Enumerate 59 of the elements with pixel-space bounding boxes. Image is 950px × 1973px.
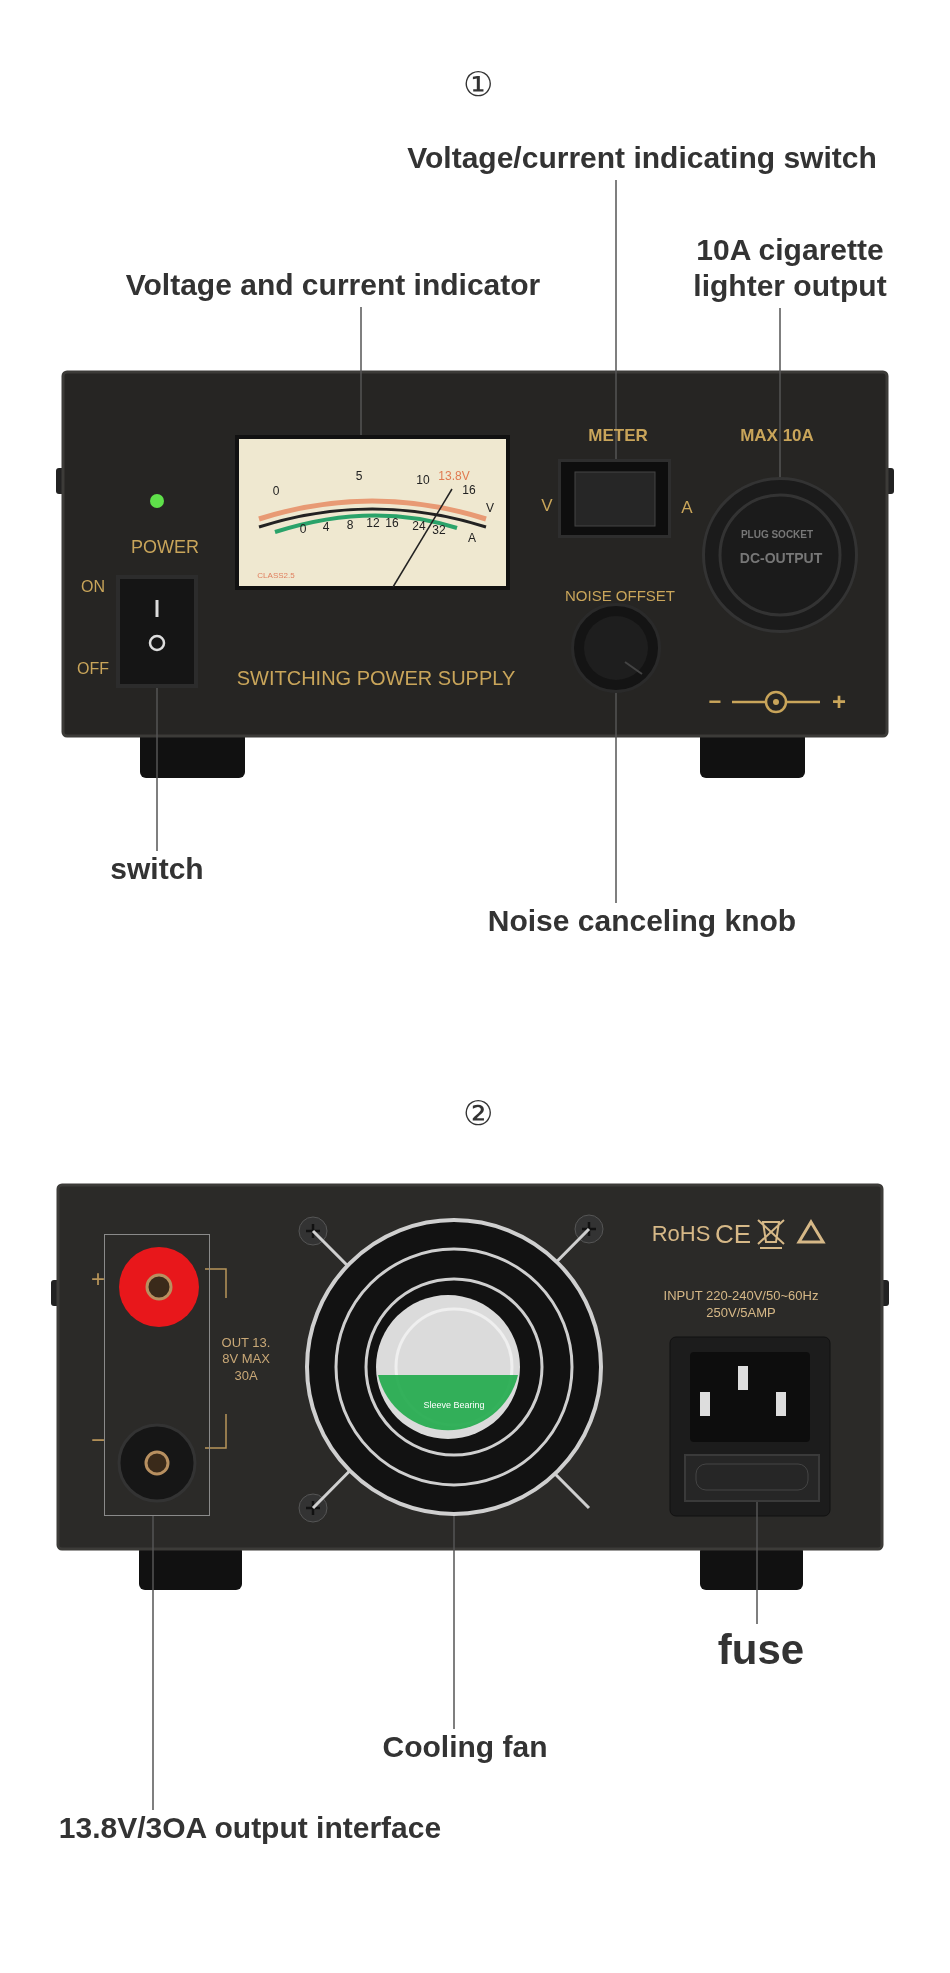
panel-label: POWER [131, 538, 199, 556]
leader-line [756, 1501, 758, 1625]
scale-number: 5 [355, 470, 363, 482]
certification-mark: RoHS [651, 1223, 711, 1245]
callout-label: switch [97, 851, 217, 891]
scale-number: 32 [432, 524, 446, 536]
circled-number: ② [463, 1096, 493, 1130]
scale-label: 13.8V [438, 470, 470, 482]
callout-label: Cooling fan [335, 1729, 595, 1769]
panel-label: NOISE OFFSET [565, 587, 675, 603]
scale-number: 4 [322, 521, 330, 533]
leader-line [615, 179, 617, 460]
embossed-label: DC-OUTPUT [739, 551, 823, 565]
scale-number: 0 [299, 523, 307, 535]
fan-label: Sleeve Bearing [423, 1400, 485, 1410]
panel-label: INPUT 220-240V/50~60Hz [663, 1288, 819, 1302]
meter-window [235, 435, 510, 590]
callout-label: 10A cigarette lighter output [655, 232, 925, 308]
panel-label: 250V/5AMP [706, 1305, 776, 1319]
scale-number: 12 [366, 517, 380, 529]
panel-label: ON [81, 579, 105, 595]
embossed-label: PLUG SOCKET [740, 530, 814, 540]
rocker-switch [558, 459, 671, 538]
scale-number: 16 [385, 517, 399, 529]
callout-label: Voltage and current indicator [83, 267, 583, 307]
leader-line [453, 1515, 455, 1730]
scale-number: 8 [346, 519, 354, 531]
certification-mark: CE [714, 1221, 752, 1247]
panel-label: SWITCHING POWER SUPPLY [236, 668, 516, 688]
polarity-sign: − [708, 691, 722, 713]
panel-label: MAX 10A [740, 426, 814, 444]
panel-label: OUT 13. 8V MAX 30A [220, 1334, 272, 1384]
callout-label: Noise canceling knob [432, 903, 852, 943]
callout-label: 13.8V/3OA output interface [15, 1810, 485, 1850]
leader-line [779, 307, 781, 478]
polarity-sign: + [832, 690, 846, 714]
circled-number: ① [463, 67, 493, 101]
callout-label: fuse [696, 1624, 826, 1676]
panel-label: METER [588, 426, 648, 444]
power-rocker-switch [116, 575, 198, 688]
scale-number: 10 [416, 474, 430, 486]
scale-number: 16 [462, 484, 476, 496]
leader-line [152, 1515, 154, 1811]
panel-label: OFF [77, 661, 109, 677]
fuse-holder [684, 1454, 820, 1502]
leader-line [615, 692, 617, 904]
leader-line [360, 306, 362, 436]
panel-label: V [541, 496, 553, 514]
callout-label: Voltage/current indicating switch [342, 140, 942, 180]
panel-label: A [681, 498, 693, 516]
leader-line [156, 687, 158, 852]
scale-unit: V [486, 502, 494, 514]
scale-unit: A [468, 532, 476, 544]
scale-number: 0 [272, 485, 280, 497]
polarity-sign: − [91, 1428, 105, 1452]
scale-label: CLASS2.5 [257, 572, 295, 580]
polarity-sign: + [91, 1267, 105, 1291]
scale-number: 24 [412, 520, 426, 532]
terminal-panel [104, 1234, 210, 1516]
